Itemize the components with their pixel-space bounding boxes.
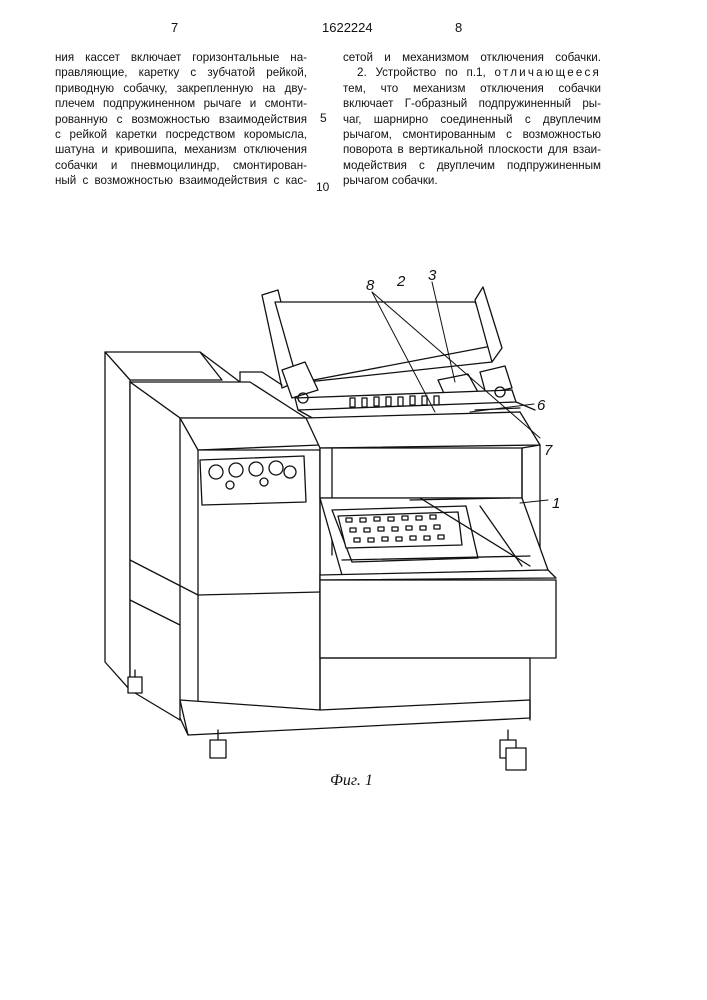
- figure-caption: Фиг. 1: [330, 772, 373, 790]
- callout-2: 2: [396, 273, 406, 290]
- callout-3: 3: [428, 267, 437, 284]
- callout-1: 1: [552, 495, 560, 512]
- callout-8: 8: [366, 277, 375, 294]
- tray-compartment: [320, 498, 548, 575]
- control-body: [130, 382, 320, 720]
- callout-6: 6: [537, 397, 546, 414]
- callout-7: 7: [544, 442, 553, 459]
